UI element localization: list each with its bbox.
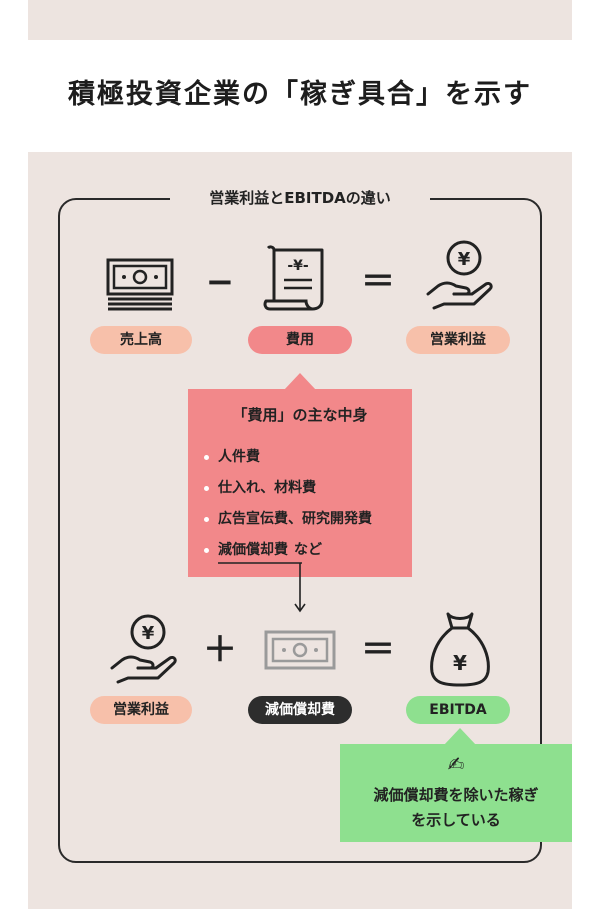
ebitda-label: EBITDA xyxy=(406,696,510,724)
expense-breakdown-title: 「費用」の主な中身 xyxy=(232,406,368,424)
operating-profit-label: 営業利益 xyxy=(406,326,510,354)
note-pointer xyxy=(444,728,476,745)
money-bag-yen-icon: ¥ xyxy=(430,612,490,687)
callout-pointer xyxy=(284,373,316,390)
list-item: 減価償却費など xyxy=(204,537,372,568)
svg-text:-¥-: -¥- xyxy=(287,258,309,274)
expense-breakdown-box xyxy=(188,389,412,577)
list-item: 広告宣伝費、研究開発費 xyxy=(204,506,372,537)
banknote-icon xyxy=(264,630,336,670)
hand-coin-yen-icon: ¥ xyxy=(426,240,493,310)
list-suffix: など xyxy=(294,542,322,558)
ebitda-note-box xyxy=(340,744,572,842)
expense-label: 費用 xyxy=(248,326,352,354)
hand-coin-yen-icon: ¥ xyxy=(110,614,177,684)
equals-operator-2: ＝ xyxy=(361,630,395,670)
list-item: 仕入れ、材料費 xyxy=(204,475,372,506)
svg-text:¥: ¥ xyxy=(458,249,471,270)
invoice-yen-icon: -¥- xyxy=(263,245,324,311)
list-item: 人件費 xyxy=(204,444,372,475)
top-band xyxy=(28,0,572,40)
diagram-title: 営業利益とEBITDAの違い xyxy=(170,186,430,210)
depreciation-item: 減価償却費 xyxy=(218,542,288,558)
page-title: 積極投資企業の「稼ぎ具合」を示す xyxy=(68,79,532,110)
depreciation-connector-arrow xyxy=(218,562,306,613)
revenue-label: 売上高 xyxy=(90,326,192,354)
operating-profit-label-2: 営業利益 xyxy=(90,696,192,724)
minus-operator: − xyxy=(205,262,235,302)
equals-operator-1: ＝ xyxy=(361,262,395,302)
ebitda-note-line2: を示している xyxy=(411,811,501,829)
svg-text:¥: ¥ xyxy=(453,651,467,675)
depreciation-label: 減価償却費 xyxy=(248,696,352,724)
plus-operator: ＋ xyxy=(203,630,237,670)
cash-stack-icon xyxy=(106,258,174,311)
ebitda-note-line1: 減価償却費を除いた稼ぎ xyxy=(373,786,539,804)
writing-hand-icon: ✍ xyxy=(447,752,465,776)
expense-breakdown-list: 人件費 仕入れ、材料費 広告宣伝費、研究開発費 減価償却費など xyxy=(204,444,372,568)
svg-text:¥: ¥ xyxy=(142,623,155,644)
